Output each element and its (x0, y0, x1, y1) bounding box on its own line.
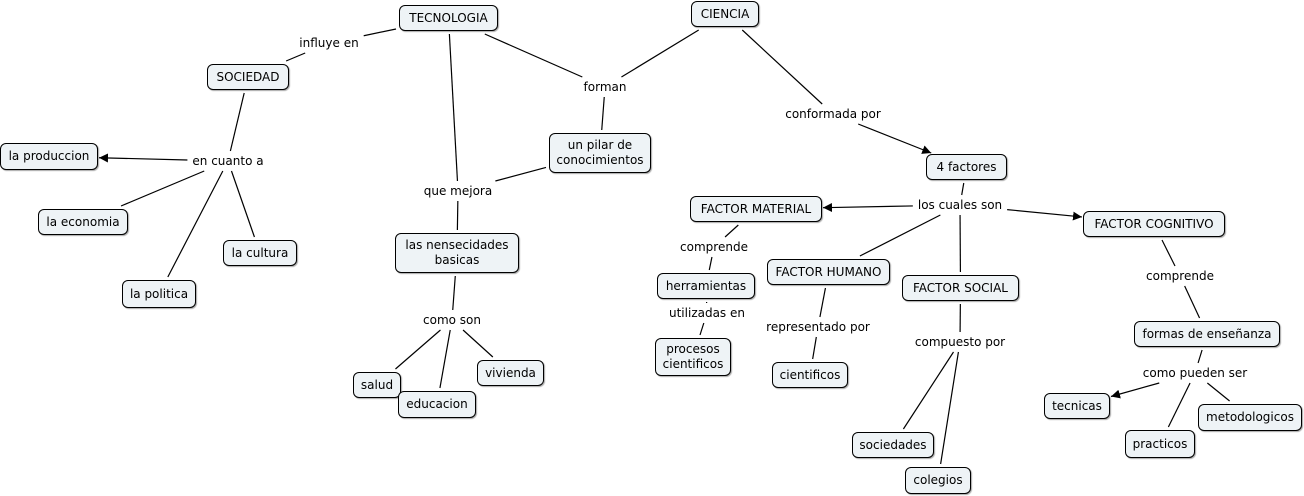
connection-comprende_material-to-herramientas (708, 256, 713, 271)
connection-cuatro_factores-to-los_cuales_son (961, 182, 965, 196)
connection-utilizadas_en-to-procesos (699, 322, 705, 336)
connection-en_cuanto_a-to-la_cultura (230, 170, 256, 238)
connection-como_son-to-vivienda (462, 329, 494, 358)
concept-practicos[interactable]: practicos (1125, 430, 1195, 458)
concept-sociedad[interactable]: SOCIEDAD (207, 64, 289, 90)
concept-factor-cognitivo[interactable]: FACTOR COGNITIVO (1083, 211, 1225, 237)
concept-ciencia[interactable]: CIENCIA (691, 1, 759, 27)
connection-los_cuales_son-to-factor_humano (859, 214, 941, 257)
connection-ciencia-to-forman (621, 29, 700, 78)
concept-un-pilar-de-conocimientos[interactable]: un pilar de conocimientos (549, 133, 651, 173)
link-que-mejora[interactable]: que mejora (421, 184, 495, 198)
concept-la-economia[interactable]: la economia (38, 209, 128, 235)
concept-tecnicas[interactable]: tecnicas (1044, 393, 1110, 419)
connection-como_son-to-educacion (439, 329, 451, 389)
connection-comprende_cognitivo-to-formas (1184, 285, 1201, 319)
link-en-cuanto-a[interactable]: en cuanto a (190, 154, 266, 168)
connection-forman-to-un_pilar (601, 96, 605, 131)
connection-formas-to-como_pueden_ser (1197, 349, 1203, 364)
connection-en_cuanto_a-to-la_produccion (98, 153, 188, 163)
connection-como_pueden_ser-to-metodologicos (1206, 382, 1230, 402)
connection-ciencia-to-conformada_por (741, 29, 823, 105)
link-forman[interactable]: forman (581, 80, 629, 94)
link-como-son[interactable]: como son (421, 313, 483, 327)
connection-conformada_por-to-cuatro_factores (857, 123, 932, 154)
link-representado-por[interactable]: representado por (764, 320, 872, 334)
connection-un_pilar-to-que_mejora (495, 166, 547, 182)
link-influye-en[interactable]: influye en (297, 36, 361, 50)
link-como-pueden-ser[interactable]: como pueden ser (1140, 366, 1250, 380)
connection-tecnologia-to-influye_en (363, 28, 397, 37)
concept-factor-material[interactable]: FACTOR MATERIAL (690, 196, 822, 222)
connection-compuesto_por-to-colegios (940, 351, 960, 465)
concept-la-cultura[interactable]: la cultura (223, 240, 297, 266)
concept-las-nensecidades-basicas[interactable]: las nensecidades basicas (395, 233, 519, 273)
concept-cientificos[interactable]: cientificos (772, 362, 848, 388)
link-utilizadas-en[interactable]: utilizadas en (667, 306, 747, 320)
connection-como_pueden_ser-to-practicos (1167, 382, 1191, 428)
link-los-cuales-son[interactable]: los cuales son (915, 198, 1005, 212)
concept-4-factores[interactable]: 4 factores (926, 154, 1007, 180)
concept-metodologicos[interactable]: metodologicos (1198, 404, 1302, 431)
connection-en_cuanto_a-to-la_economia (120, 170, 205, 207)
connection-como_pueden_ser-to-tecnicas (1110, 382, 1160, 399)
link-conformada-por[interactable]: conformada por (783, 107, 883, 121)
connection-tecnologia-to-que_mejora (448, 33, 459, 182)
concept-procesos-cientificos[interactable]: procesos cientificos (655, 338, 731, 376)
connection-tecnologia-to-forman (484, 33, 583, 78)
link-comprende-cognitivo[interactable]: comprende (1144, 269, 1216, 283)
concept-herramientas[interactable]: herramientas (657, 273, 755, 299)
connection-en_cuanto_a-to-la_politica (167, 170, 224, 278)
connection-compuesto_por-to-sociedades (902, 351, 954, 430)
concept-educacion[interactable]: educacion (398, 391, 476, 418)
concept-factor-social[interactable]: FACTOR SOCIAL (902, 275, 1019, 301)
connection-sociedad-to-en_cuanto_a (229, 92, 245, 152)
concept-vivienda[interactable]: vivienda (477, 360, 544, 386)
concept-sociedades[interactable]: sociedades (852, 432, 934, 458)
link-comprende-material[interactable]: comprende (678, 240, 750, 254)
connection-factor_humano-to-representado_por (819, 287, 827, 318)
connection-como_son-to-salud (395, 329, 441, 370)
concept-salud[interactable]: salud (353, 372, 401, 398)
connection-factor_material-to-comprende_material (724, 224, 739, 238)
concept-la-politica[interactable]: la politica (122, 280, 196, 308)
connection-representado_por-to-cientificos (812, 336, 817, 360)
concept-tecnologia[interactable]: TECNOLOGIA (399, 5, 498, 31)
connection-factor_cognitivo-to-comprende_cognitivo (1161, 239, 1176, 267)
concept-colegios[interactable]: colegios (905, 467, 971, 494)
connection-influye_en-to-sociedad (285, 52, 306, 62)
connection-nensecidades-to-como_son (452, 275, 456, 311)
concept-la-produccion[interactable]: la produccion (0, 143, 98, 170)
connection-los_cuales_son-to-factor_cognitivo (1007, 209, 1083, 221)
concept-factor-humano[interactable]: FACTOR HUMANO (767, 259, 890, 285)
concept-formas-de-ensenanza[interactable]: formas de enseñanza (1134, 321, 1280, 347)
link-compuesto-por[interactable]: compuesto por (912, 335, 1008, 349)
connection-los_cuales_son-to-factor_material (822, 203, 913, 213)
